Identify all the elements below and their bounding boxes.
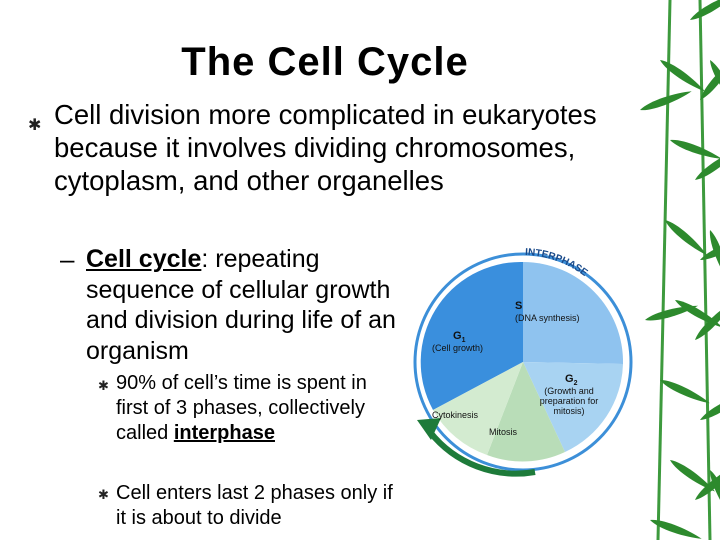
bamboo-leaf (709, 230, 720, 282)
bamboo-leaf (645, 305, 699, 321)
g2-label: G2 (565, 373, 578, 387)
bamboo-leaf (700, 392, 720, 420)
g1-wedge (420, 261, 523, 410)
bamboo-leaf (690, 0, 720, 20)
s-label: S (515, 300, 522, 312)
cytokinesis-wedge (433, 362, 523, 455)
bullet-interphase-time: 90% of cell’s time is spent in first of … (116, 371, 396, 446)
bullet-last-phases: Cell enters last 2 phases only if it is … (116, 482, 393, 529)
cell-cycle-definition-text: : repeating sequence of cellular growth … (86, 245, 396, 365)
bamboo-leaf (709, 470, 720, 520)
bullet-star-icon: ✱ (98, 378, 109, 393)
mitosis-label: Mitosis (489, 427, 518, 437)
bamboo-leaf (660, 60, 706, 92)
bullet-cell-cycle-definition: Cell cycle: repeating sequence of cellul… (86, 244, 416, 366)
bamboo-stalk (656, 0, 672, 540)
bamboo-leaf (695, 301, 720, 340)
cytokinesis-label: Cytokinesis (432, 410, 479, 420)
bamboo-leaf (670, 460, 716, 492)
mitosis-wedge (487, 362, 565, 462)
g2-wedge (523, 362, 623, 452)
s-wedge (523, 262, 624, 364)
g2-sub-line1: (Growth and (544, 386, 594, 396)
interphase-ring (413, 252, 633, 472)
interphase-time-text: 90% of cell’s time is spent in first of … (116, 372, 367, 444)
bullet-star-icon: ✱ (98, 487, 109, 502)
bamboo-leaf (650, 519, 702, 539)
bamboo-leaf (695, 148, 720, 180)
bullet-cell-division: Cell division more complicated in eukary… (54, 99, 597, 196)
s-sub-label: (DNA synthesis) (515, 313, 580, 323)
cycle-arrow (427, 430, 536, 477)
sub-bullet-dash: – (60, 244, 75, 274)
bamboo-leaf (640, 91, 692, 111)
term-interphase: interphase (173, 422, 275, 444)
bamboo-leaf (660, 379, 710, 404)
term-cell-cycle: Cell cycle (86, 245, 202, 273)
bamboo-leaves-decoration (640, 0, 720, 540)
g1-sub-label: (Cell growth) (432, 343, 483, 353)
bullet-star-icon: ✱ (28, 117, 42, 134)
g1-label: G1 (453, 330, 466, 344)
slide-title: The Cell Cycle (181, 40, 469, 84)
cell-cycle-diagram: INTERPHASE S (DNA synthesis) G1 (Cell gr… (413, 247, 633, 477)
arrow-head-icon (417, 418, 441, 440)
bamboo-stalk (698, 0, 712, 540)
bamboo-leaf (710, 60, 720, 108)
g2-sub-line2: preparation for (540, 396, 599, 406)
bamboo-leaf (700, 236, 720, 261)
bamboo-leaf (665, 220, 708, 256)
g2-sub-line3: mitosis) (554, 406, 585, 416)
bamboo-leaf (670, 139, 720, 159)
